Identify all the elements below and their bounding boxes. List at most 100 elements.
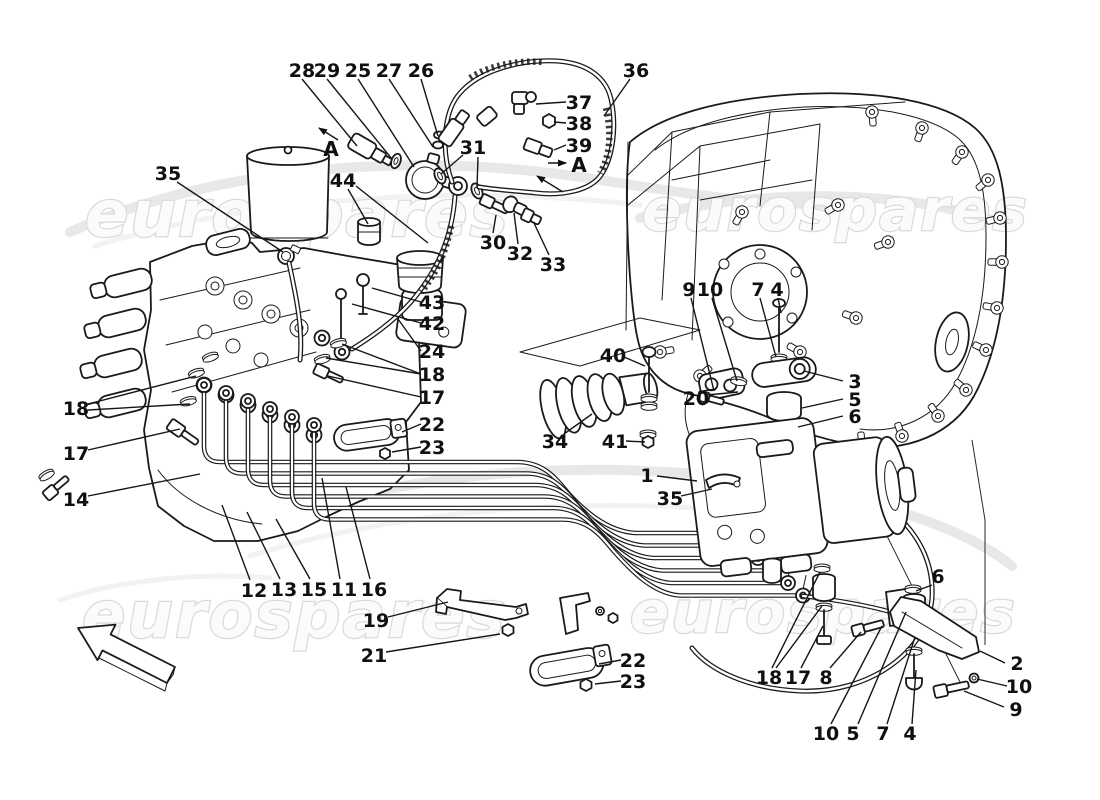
- leader-line: [829, 631, 862, 669]
- leader-line: [385, 633, 501, 653]
- callout-23: 23: [419, 437, 445, 459]
- clamp-35b: [705, 473, 741, 489]
- callout-25: 25: [345, 60, 371, 82]
- leader-line: [347, 188, 369, 225]
- callout-4: 4: [903, 723, 916, 745]
- bolt-8: [850, 619, 885, 638]
- banjo-fittings: [37, 329, 351, 502]
- bolt-9b: [932, 680, 970, 699]
- leader-line: [341, 343, 422, 375]
- view-arrow: [318, 127, 339, 141]
- callout-10: 10: [1006, 676, 1032, 698]
- callout-41: 41: [602, 431, 628, 453]
- leader-line: [706, 391, 739, 396]
- leader-line: [594, 680, 622, 685]
- nut-38: [542, 113, 556, 129]
- leader-line: [535, 101, 567, 105]
- bolt-40-stack: [639, 346, 658, 449]
- leader-line: [759, 297, 777, 358]
- callout-4: 4: [770, 279, 783, 301]
- leader-line: [176, 181, 284, 253]
- braided-hose-24: [349, 193, 458, 352]
- callout-22: 22: [419, 414, 445, 436]
- callout-8: 8: [819, 667, 832, 689]
- under-mounts: [762, 557, 885, 645]
- leader-line: [351, 303, 422, 324]
- leader-line: [533, 222, 550, 256]
- leader-line: [325, 357, 422, 375]
- callout-18: 18: [419, 364, 445, 386]
- callout-12: 12: [241, 580, 267, 602]
- clamp-and-grommet: [277, 217, 381, 339]
- callout-15: 15: [301, 579, 327, 601]
- callout-6: 6: [848, 406, 861, 428]
- pipe-ring-fitting: [240, 393, 256, 409]
- leader-line: [800, 625, 824, 669]
- callout-28: 28: [289, 60, 315, 82]
- leader-line: [397, 318, 422, 352]
- callout-11: 11: [331, 579, 357, 601]
- leader-line: [553, 144, 567, 151]
- leader-line: [553, 121, 567, 124]
- pipe-clamp-22b: [529, 643, 613, 687]
- clevis-mount-stack: [751, 298, 817, 445]
- callout-10: 10: [813, 723, 839, 745]
- callout-37: 37: [566, 92, 592, 114]
- leader-line: [476, 156, 479, 189]
- leader-line: [598, 659, 622, 665]
- callout-17: 17: [419, 387, 445, 409]
- callout-30: 30: [480, 232, 506, 254]
- leader-line: [656, 475, 698, 482]
- callout-6: 6: [931, 566, 944, 588]
- direction-hint-arrow: [536, 175, 564, 193]
- leader-line: [357, 78, 415, 168]
- callout-33: 33: [540, 254, 566, 276]
- leader-line: [301, 78, 358, 147]
- leader-line: [87, 473, 201, 497]
- leader-line: [625, 440, 646, 443]
- union-37: [511, 91, 537, 115]
- callout-23: 23: [620, 671, 646, 693]
- pump-cap: [396, 250, 444, 321]
- callout-14: 14: [63, 489, 89, 511]
- callout-16: 16: [361, 579, 387, 601]
- callout-7: 7: [751, 279, 764, 301]
- callout-36: 36: [623, 60, 649, 82]
- leader-line: [603, 78, 631, 117]
- callout-29: 29: [314, 60, 340, 82]
- callout-10: 10: [697, 279, 723, 301]
- leader-line: [87, 428, 181, 451]
- leader-line: [87, 403, 191, 411]
- leader-line: [321, 477, 341, 580]
- bolt-43: [356, 273, 370, 315]
- pipe-bundle: [196, 377, 811, 604]
- pipe-ring-fitting: [780, 575, 796, 591]
- pipe-clamp-22a: [333, 417, 408, 452]
- fitting-39: [522, 137, 554, 158]
- leader-line: [87, 375, 197, 405]
- callout-13: 13: [271, 579, 297, 601]
- leader-line: [915, 584, 933, 592]
- pipe-ring-fitting: [306, 417, 322, 433]
- leader-line: [801, 398, 844, 409]
- callout-38: 38: [566, 113, 592, 135]
- direction-arrow: [77, 623, 176, 692]
- reservoir-hose: [286, 260, 304, 363]
- leader-line: [886, 636, 916, 725]
- mounting-bracket-19: [435, 588, 529, 637]
- gearbox-housing: [625, 92, 1009, 689]
- callout-43: 43: [419, 292, 445, 314]
- leader-line: [771, 571, 821, 669]
- callout-17: 17: [785, 667, 811, 689]
- switch-sensor: [347, 132, 394, 167]
- leader-line: [246, 511, 281, 580]
- callout-31: 31: [460, 137, 486, 159]
- leader-line: [275, 518, 311, 580]
- callout-9: 9: [1009, 699, 1022, 721]
- callout-35: 35: [155, 163, 181, 185]
- z-bracket: [559, 592, 619, 635]
- leader-line: [513, 212, 519, 245]
- callout-19: 19: [363, 610, 389, 632]
